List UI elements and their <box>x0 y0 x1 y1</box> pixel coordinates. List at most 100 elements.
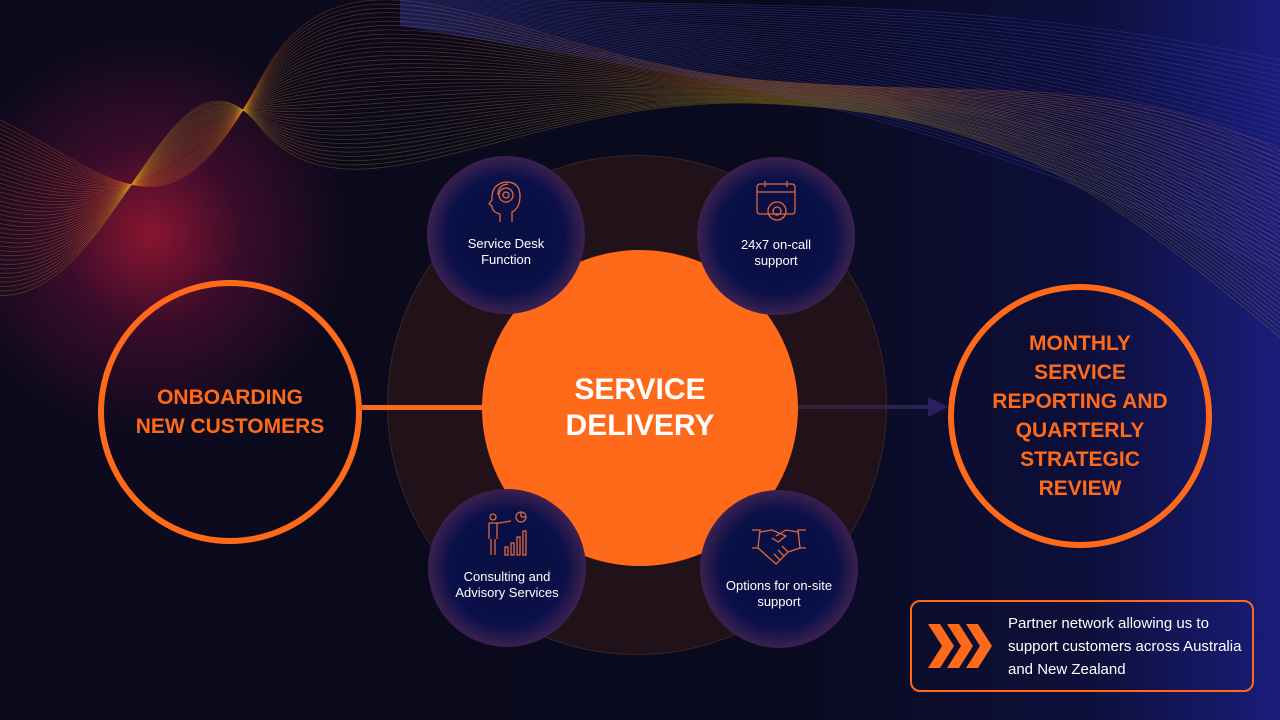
wave-line <box>0 100 1280 319</box>
wave-line <box>0 97 1280 300</box>
wave-line <box>399 9 1280 180</box>
wave-line <box>0 59 1280 218</box>
wave-line <box>0 94 1280 285</box>
wave-line <box>399 20 1280 244</box>
onsite-support-circle: Options for on-site support <box>700 490 858 648</box>
service-label-line1: Consulting and <box>463 569 551 584</box>
wave-line <box>0 100 1280 338</box>
wave-line <box>399 6 1280 163</box>
callout-text: Partner network allowing us to support c… <box>1008 614 1242 678</box>
wave-line <box>0 67 1280 228</box>
wave-line <box>0 3 1280 187</box>
wave-line <box>0 20 1280 185</box>
wave-line <box>0 25 1280 186</box>
wave-line <box>0 71 1280 232</box>
wave-line <box>0 96 1280 295</box>
connector-right <box>798 405 933 409</box>
wave-line <box>399 17 1280 228</box>
wave-line <box>399 0 1280 126</box>
wave-line <box>0 94 1280 280</box>
wave-line <box>0 78 1280 242</box>
presenter-chart-icon <box>488 511 527 556</box>
wave-line <box>441 0 1280 93</box>
wave-line <box>0 63 1280 223</box>
on-call-support-circle: 24x7 on-call support <box>697 157 855 315</box>
reporting-circle: MONTHLY SERVICE REPORTING AND QUARTERLY … <box>948 284 1212 548</box>
wave-line <box>0 37 1280 194</box>
wave-line <box>0 33 1280 189</box>
wave-line <box>399 23 1280 266</box>
onboarding-circle: ONBOARDING NEW CUSTOMERS <box>98 280 362 544</box>
wave-line <box>0 54 1280 213</box>
service-label-line1: Options for on-site <box>725 578 833 593</box>
partner-callout: Partner network allowing us to support c… <box>910 600 1254 692</box>
wave-line <box>399 2 1280 136</box>
wave-line <box>0 8 1280 186</box>
reporting-line: REVIEW <box>1038 477 1122 500</box>
wave-line <box>463 0 1280 82</box>
reporting-line: REPORTING AND <box>992 390 1168 413</box>
wave-line <box>399 4 1280 153</box>
service-desk-circle: Service Desk Function <box>427 156 585 314</box>
wave-line <box>0 93 1280 276</box>
consulting-circle: Consulting and Advisory Services <box>428 489 586 647</box>
calendar-gear-icon <box>756 181 796 221</box>
wave-line <box>399 4 1280 147</box>
center-title-2: DELIVERY <box>565 409 715 442</box>
reporting-line: QUARTERLY <box>1015 419 1145 442</box>
wave-line <box>0 101 1280 333</box>
service-label-line1: Service Desk <box>467 236 545 251</box>
wave-line <box>492 0 1280 72</box>
onboarding-line2: NEW CUSTOMERS <box>135 415 325 438</box>
wave-line <box>0 101 1280 328</box>
wave-line <box>0 98 1280 309</box>
onboarding-line1: ONBOARDING <box>157 386 303 409</box>
wave-line <box>0 90 1280 266</box>
wave-line <box>399 7 1280 169</box>
reporting-line: MONTHLY <box>1029 332 1131 355</box>
wave-line <box>0 50 1280 208</box>
wave-line <box>399 12 1280 196</box>
wave-line <box>399 18 1280 234</box>
wave-line <box>0 85 1280 252</box>
wave-line <box>399 8 1280 174</box>
wave-line <box>477 0 1280 77</box>
wave-line <box>399 13 1280 207</box>
wave-line <box>405 0 1280 115</box>
wave-line <box>399 24 1280 271</box>
service-label-line2: Advisory Services <box>455 585 559 600</box>
wave-line <box>399 15 1280 217</box>
wave-line <box>0 82 1280 247</box>
wave-line <box>0 46 1280 204</box>
connector-left <box>362 405 484 410</box>
headset-head-icon <box>488 181 521 222</box>
service-label-line2: support <box>757 594 801 609</box>
wave-line <box>0 98 1280 304</box>
service-label-line2: Function <box>481 252 531 267</box>
wave-line <box>399 1 1280 131</box>
wave-line <box>0 100 1280 324</box>
center-title-1: SERVICE <box>574 373 706 406</box>
wave-line <box>0 16 1280 186</box>
wave-line <box>399 5 1280 158</box>
reporting-line: SERVICE <box>1034 361 1126 384</box>
wave-line <box>0 89 1280 261</box>
arrow-right-icon <box>928 397 948 417</box>
wave-line <box>399 21 1280 250</box>
wave-line <box>0 95 1280 290</box>
service-label-line2: support <box>754 253 798 268</box>
wave-line <box>431 0 1280 99</box>
wave-line <box>0 42 1280 199</box>
wave-line <box>399 11 1280 190</box>
wave-line <box>399 22 1280 255</box>
wave-line <box>511 0 1280 66</box>
chevrons-right-icon <box>928 624 992 668</box>
wave-line <box>399 16 1280 223</box>
wave-line <box>0 29 1280 186</box>
wave-line <box>399 22 1280 261</box>
wave-line <box>399 10 1280 185</box>
reporting-line: STRATEGIC <box>1020 448 1140 471</box>
wave-line <box>0 0 1280 187</box>
wave-line <box>399 19 1280 239</box>
